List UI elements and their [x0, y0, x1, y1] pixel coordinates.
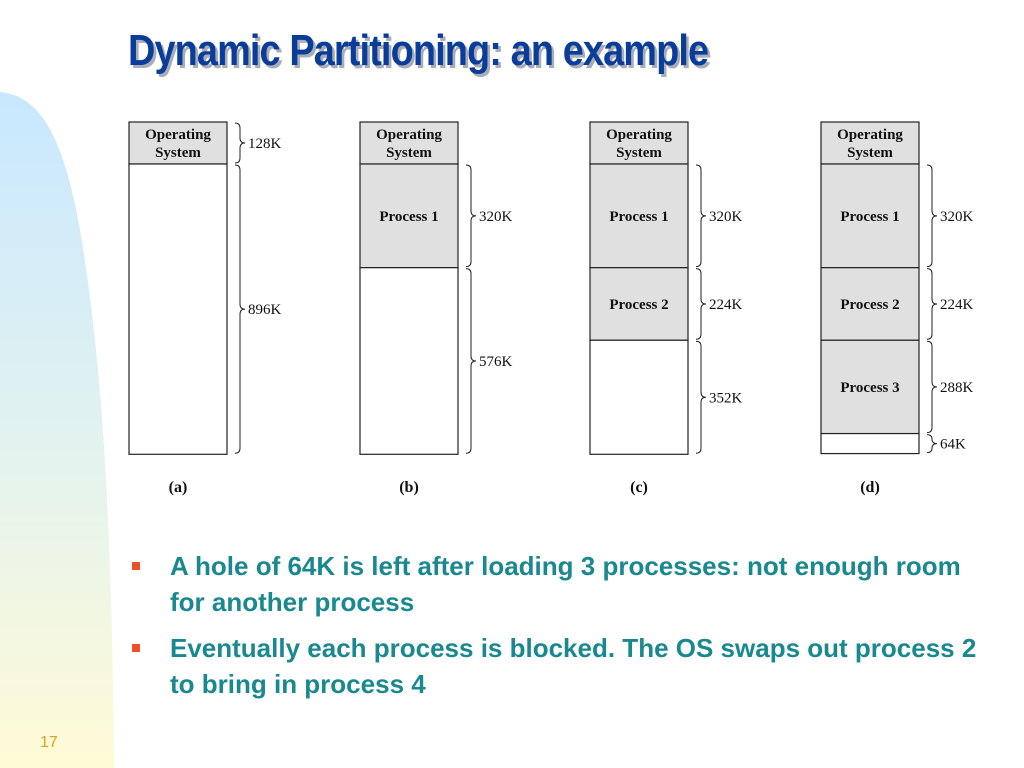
process-1-label: Process 1 [609, 209, 668, 225]
size-brace [926, 340, 938, 434]
size-label: 224K [709, 297, 743, 313]
process-1-label: Process 1 [379, 209, 438, 225]
panel-label: (b) [399, 479, 419, 496]
slide-number: 17 [40, 734, 58, 751]
os-label: Operating [606, 127, 672, 143]
os-block [589, 121, 689, 165]
free-hole-block [820, 432, 920, 455]
panel-label: (a) [169, 479, 188, 496]
os-block [820, 121, 920, 165]
process-2-label: Process 2 [609, 297, 668, 313]
size-label: 896K [248, 302, 282, 318]
size-brace [695, 340, 707, 454]
os-label: System [155, 145, 201, 161]
bullet-text: A hole of 64K is left after loading 3 pr… [170, 551, 961, 617]
free-hole-block [589, 339, 689, 455]
free-hole-block [128, 163, 228, 455]
process-3-block [820, 339, 920, 435]
os-label: Operating [376, 127, 442, 143]
process-2-label: Process 2 [840, 297, 899, 313]
size-brace [695, 268, 707, 340]
size-label: 128K [248, 136, 282, 152]
size-label: 288K [940, 380, 974, 396]
size-brace [926, 268, 938, 340]
size-label: 64K [940, 437, 966, 453]
size-brace [234, 164, 246, 454]
process-3-label: Process 3 [840, 380, 899, 396]
size-label: 320K [940, 209, 974, 225]
size-label: 320K [479, 209, 513, 225]
bullet-item: A hole of 64K is left after loading 3 pr… [130, 548, 990, 620]
os-label: Operating [145, 127, 211, 143]
os-label: Operating [837, 127, 903, 143]
slide-title: Dynamic Partitioning: an example [128, 26, 709, 75]
panel-label: (d) [860, 479, 880, 496]
os-block [128, 121, 228, 165]
process-1-label: Process 1 [840, 209, 899, 225]
size-brace [926, 164, 938, 268]
process-2-block [820, 267, 920, 341]
size-label: 352K [709, 390, 743, 406]
bullet-text: Eventually each process is blocked. The … [170, 633, 977, 699]
size-brace [926, 434, 938, 454]
os-label: System [386, 145, 432, 161]
size-brace [695, 164, 707, 268]
os-label: System [847, 145, 893, 161]
bullet-item: Eventually each process is blocked. The … [130, 630, 990, 702]
square-bullet-icon [132, 644, 140, 652]
bullet-list: A hole of 64K is left after loading 3 pr… [130, 548, 990, 712]
os-block [359, 121, 459, 165]
size-label: 224K [940, 297, 974, 313]
size-brace [465, 164, 477, 268]
panel-label: (c) [630, 479, 648, 496]
process-2-block [589, 267, 689, 341]
size-brace [465, 268, 477, 454]
size-label: 576K [479, 354, 513, 370]
process-1-block [359, 163, 459, 269]
os-label: System [616, 145, 662, 161]
square-bullet-icon [132, 562, 140, 570]
free-hole-block [359, 267, 459, 455]
size-brace [234, 122, 246, 164]
size-label: 320K [709, 209, 743, 225]
process-1-block [820, 163, 920, 269]
